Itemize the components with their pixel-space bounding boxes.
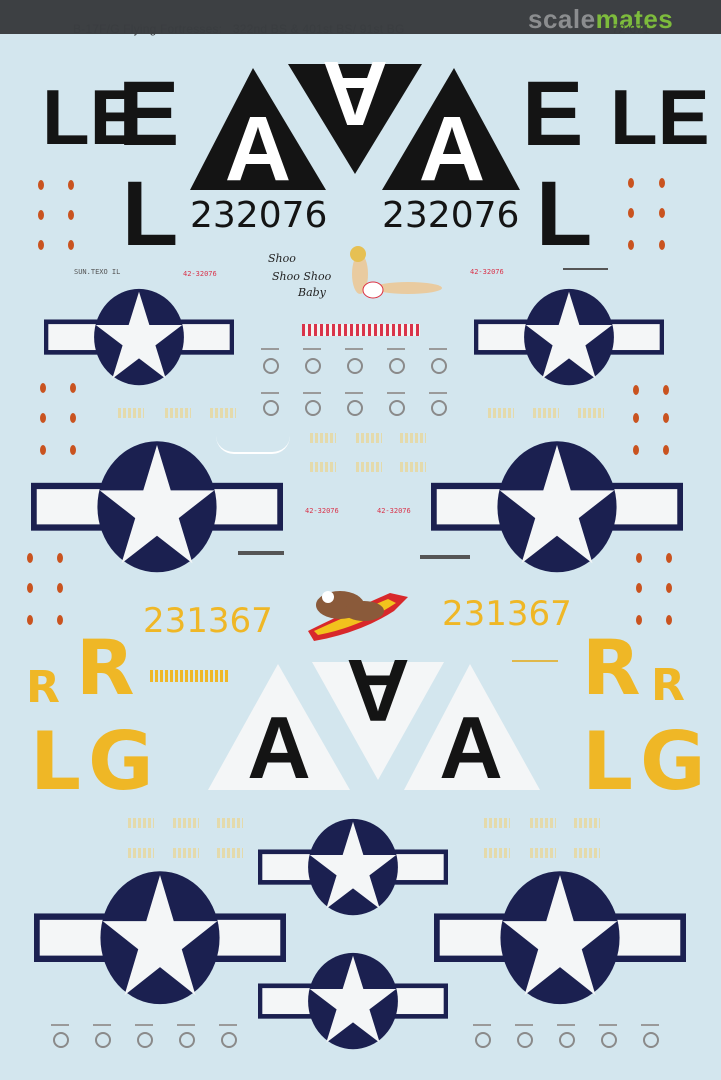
svg-text:A: A: [247, 698, 311, 792]
le-text: LE: [610, 73, 710, 161]
insignia-star-bar-2: [474, 288, 664, 386]
stencil-mid-left: [238, 551, 284, 555]
red-stripe-band: [302, 324, 420, 336]
serial-yellow-right: 231367: [442, 594, 572, 634]
red-code-mid-right: 42-32076: [377, 507, 411, 515]
yellow-g-left: G: [88, 715, 154, 808]
yellow-g-right: G: [640, 715, 706, 808]
yellow-r-small-right: R: [651, 660, 685, 711]
sheet-title: B-17F/G Flying Fortresses: 322nd BS & 40…: [73, 22, 405, 36]
stencil-mid-right: [420, 555, 470, 559]
decal-l-right: L: [536, 163, 593, 265]
insignia-star-bar-7: [34, 871, 286, 1005]
insignia-star-bar-8: [434, 871, 686, 1005]
yellow-r-large-left: R: [76, 623, 135, 712]
yellow-r-large-right: R: [582, 623, 641, 712]
decal-le-small-left: LE: [42, 78, 142, 156]
decal-l-left: L: [122, 163, 179, 265]
sheet-code: 72-671: [612, 22, 650, 36]
insignia-star-bar-5: [258, 818, 448, 916]
svg-text:A: A: [419, 98, 485, 192]
bottom-triangle-codes: A A A: [208, 660, 540, 792]
svg-text:A: A: [322, 62, 388, 144]
svg-text:Shoo: Shoo: [268, 252, 296, 265]
stencil-top-left: SUN.TEXO IL: [74, 268, 121, 276]
logo-mates: mates: [595, 4, 674, 34]
red-code-left: 42-32076: [183, 270, 217, 278]
decal-le-small-right: LE: [610, 78, 710, 156]
svg-text:Shoo Shoo: Shoo Shoo: [272, 270, 332, 283]
stencil-line-right: [563, 268, 608, 270]
insignia-star-bar-3: [31, 441, 283, 573]
red-code-mid-left: 42-32076: [305, 507, 339, 515]
svg-text:Baby: Baby: [297, 286, 327, 299]
yellow-l-left: L: [30, 715, 81, 808]
decal-e-right: E: [522, 63, 584, 165]
white-script-name: [216, 436, 290, 454]
yellow-l-right: L: [582, 715, 633, 808]
nose-art-dog-bomb: [308, 591, 408, 641]
yellow-stripe-band: [150, 670, 230, 682]
svg-text:A: A: [439, 698, 503, 792]
scalemates-logo[interactable]: scalemates: [528, 4, 673, 35]
le-text: LE: [42, 73, 142, 161]
serial-black-left: 232076: [190, 195, 328, 236]
red-code-right: 42-32076: [470, 268, 504, 276]
yellow-r-small-left: R: [26, 662, 60, 713]
nose-art-shoo-shoo-baby: Shoo Shoo Shoo Baby: [268, 246, 442, 299]
top-triangle-codes: A A A: [190, 62, 520, 192]
svg-text:A: A: [225, 98, 291, 192]
insignia-star-bar-1: [44, 288, 234, 386]
yellow-script: [512, 654, 558, 662]
top-bar: [0, 0, 721, 34]
decal-e-left: E: [118, 63, 180, 165]
insignia-star-bar-6: [258, 952, 448, 1050]
serial-black-right: 232076: [382, 195, 520, 236]
logo-scale: scale: [528, 4, 596, 34]
svg-text:A: A: [346, 660, 410, 740]
serial-yellow-left: 231367: [143, 601, 273, 641]
